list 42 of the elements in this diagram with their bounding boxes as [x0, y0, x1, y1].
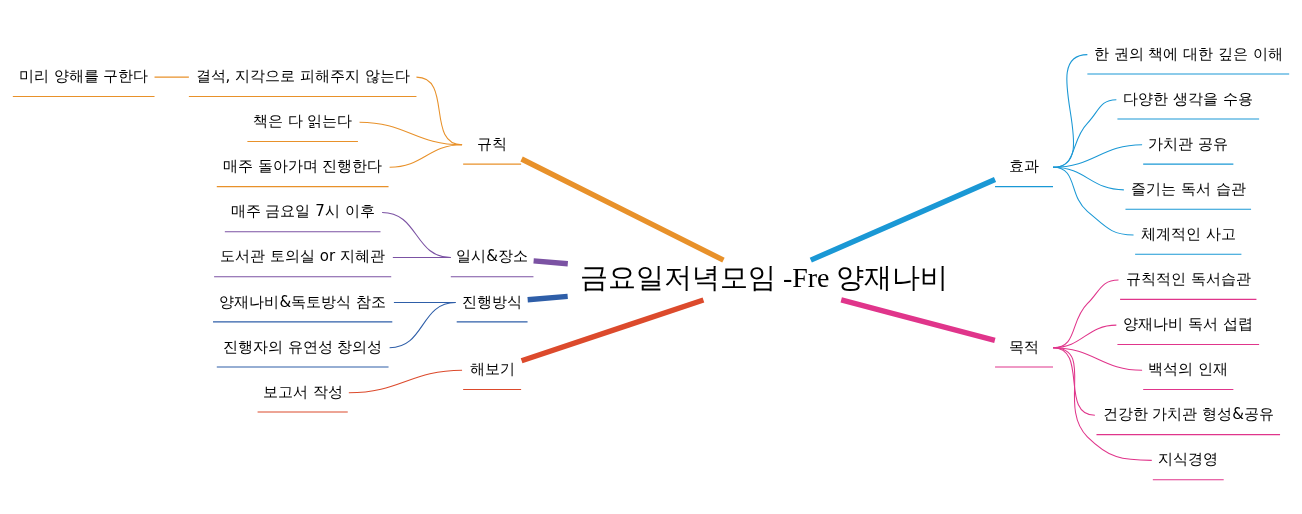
node-text: 다양한 생각을 수용: [1123, 89, 1254, 108]
connector: [840, 296, 996, 343]
connector: [389, 143, 463, 168]
node-text: 규칙: [477, 134, 508, 153]
connector: [1052, 346, 1096, 416]
connector: [520, 296, 705, 363]
connector: [1052, 98, 1117, 168]
node-text: 백석의 인재: [1148, 359, 1229, 378]
node-text: 책은 다 읽는다: [252, 111, 353, 130]
node-text: 매주 돌아가며 진행한다: [222, 156, 383, 175]
node-text: 금요일저녁모임 -Fre 양재나비: [580, 261, 949, 293]
node-text: 진행자의 유연성 창의성: [222, 337, 383, 356]
connector: [809, 176, 997, 263]
node-text: 양재나비&독토방식 참조: [219, 292, 386, 311]
connector: [527, 293, 568, 302]
connector: [392, 256, 452, 258]
node-text: 미리 양해를 구한다: [18, 66, 149, 85]
node-text: 목적: [1009, 337, 1040, 356]
node-text: 즐기는 독서 습관: [1130, 179, 1246, 198]
node-text: 지식경영: [1158, 449, 1219, 468]
node-text: 체계적인 사고: [1140, 224, 1236, 243]
node-text: 양재나비 독서 섭렵: [1123, 314, 1254, 333]
node-text: 도서관 토의실 or 지혜관: [220, 246, 386, 265]
node-text: 가치관 공유: [1148, 134, 1229, 153]
node-text: 진행방식: [462, 292, 523, 311]
node-text: 일시&장소: [456, 246, 528, 265]
connector: [154, 76, 190, 78]
connector: [348, 369, 463, 393]
node-text: 결석, 지각으로 피해주지 않는다: [195, 66, 410, 85]
node-text: 건강한 가치관 형성&공유: [1102, 404, 1274, 423]
connector: [533, 257, 569, 266]
node-text: 매주 금요일 7시 이후: [230, 201, 375, 220]
connector: [520, 156, 725, 263]
connector: [381, 211, 452, 258]
connector: [1052, 346, 1153, 461]
node-text: 한 권의 책에 대한 깊은 이해: [1093, 44, 1283, 63]
connector: [1052, 166, 1135, 235]
node-text: 보고서 작성: [262, 382, 343, 401]
node-text: 효과: [1009, 156, 1040, 175]
connector: [389, 301, 457, 348]
node-text: 해보기: [469, 359, 515, 378]
node-text: 규칙적인 독서습관: [1125, 269, 1251, 288]
